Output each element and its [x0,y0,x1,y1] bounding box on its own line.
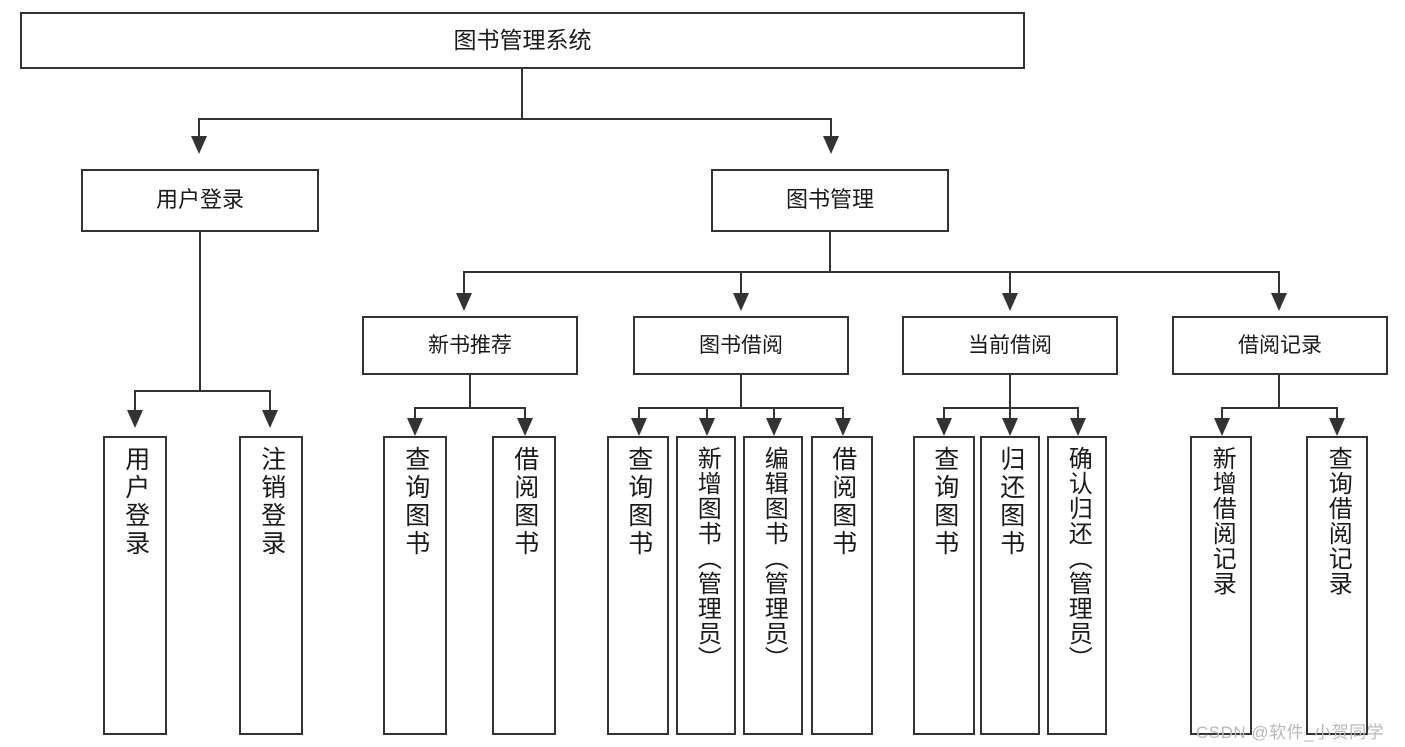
node-root-system[interactable]: 图书管理系统 [20,12,1025,69]
connector-root-bus [198,118,832,120]
node-label: 新增图书（管理员） [693,446,721,671]
leaf-current-confirm-return-admin[interactable]: 确认归还（管理员） [1047,436,1107,735]
connector-borrow-bus [638,407,844,409]
connector-current-leaf1 [943,407,945,421]
connector-borrow-leaf2 [706,407,708,421]
connector-record-leaf1 [1221,407,1223,421]
arrow-current-leaf2 [1002,418,1018,436]
node-label: 借阅记录 [1238,333,1322,357]
connector-current-leaf2 [1009,407,1011,421]
connector-newbook-leaf2 [524,407,526,421]
arrow-borrow-leaf3 [766,418,782,436]
arrow-newbook-leaf1 [407,418,423,436]
node-label: 用户登录 [155,187,244,213]
connector-newbook-bus [414,407,526,409]
leaf-newbook-borrow-book[interactable]: 借阅图书 [492,436,556,735]
connector-login-stem [199,232,201,392]
connector-bookmgmt-c3 [1009,271,1011,295]
leaf-borrow-query-book[interactable]: 查询图书 [607,436,669,735]
node-label: 借阅图书 [828,446,857,558]
node-current-borrow[interactable]: 当前借阅 [902,316,1118,375]
node-label: 查询图书 [930,446,959,558]
arrow-current-leaf3 [1070,418,1086,436]
arrow-root-to-bookmgmt [823,136,839,154]
connector-record-leaf2 [1336,407,1338,421]
node-label: 图书借阅 [699,333,783,357]
arrow-record-leaf2 [1329,418,1345,436]
node-label: 归还图书 [996,446,1025,558]
leaf-record-query-record[interactable]: 查询借阅记录 [1306,436,1368,735]
arrow-borrow-leaf2 [699,418,715,436]
node-label: 新增借阅记录 [1208,446,1236,596]
node-new-book-recommend[interactable]: 新书推荐 [362,316,578,375]
connector-current-stem [1009,375,1011,409]
connector-borrow-stem [740,375,742,409]
leaf-user-login[interactable]: 用户登录 [103,436,167,735]
node-label: 编辑图书（管理员） [760,446,788,671]
connector-newbook-leaf1 [414,407,416,421]
leaf-current-query-book[interactable]: 查询图书 [913,436,975,735]
leaf-current-return-book[interactable]: 归还图书 [980,436,1040,735]
arrow-newbook-leaf2 [517,418,533,436]
node-label: 查询图书 [401,446,430,558]
arrow-root-to-login [191,136,207,154]
node-book-borrow[interactable]: 图书借阅 [633,316,849,375]
node-label: 查询借阅记录 [1324,446,1352,596]
node-label: 借阅图书 [510,446,539,558]
connector-record-bus [1221,407,1338,409]
arrow-login-leaf2 [262,410,278,428]
leaf-borrow-borrow-book[interactable]: 借阅图书 [811,436,873,735]
arrow-current-leaf1 [936,418,952,436]
arrow-bookmgmt-c1 [456,293,472,311]
connector-root-to-login [198,118,200,138]
node-label: 查询图书 [624,446,653,558]
connector-borrow-leaf1 [638,407,640,421]
node-label: 图书管理 [785,187,874,213]
connector-login-leaf2 [269,390,271,412]
connector-login-leaf1 [134,390,136,412]
node-book-management[interactable]: 图书管理 [711,169,949,232]
connector-current-leaf3 [1077,407,1079,421]
leaf-logout[interactable]: 注销登录 [239,436,303,735]
connector-bookmgmt-stem [829,232,831,272]
node-label: 新书推荐 [428,333,512,357]
node-label: 当前借阅 [968,333,1052,357]
node-borrow-record[interactable]: 借阅记录 [1172,316,1388,375]
connector-login-bus [134,390,271,392]
connector-current-bus [943,407,1079,409]
connector-bookmgmt-c4 [1278,271,1280,295]
arrow-login-leaf1 [127,410,143,428]
leaf-record-add-record[interactable]: 新增借阅记录 [1190,436,1252,735]
arrow-bookmgmt-c4 [1271,293,1287,311]
node-label: 确认归还（管理员） [1064,446,1092,671]
connector-record-stem [1278,375,1280,409]
arrow-record-leaf1 [1214,418,1230,436]
leaf-newbook-query-book[interactable]: 查询图书 [383,436,447,735]
connector-bookmgmt-c2 [740,271,742,295]
connector-root-to-bookmgmt [830,118,832,138]
connector-root-stem [521,69,523,119]
connector-bookmgmt-c1 [463,271,465,295]
arrow-borrow-leaf4 [835,418,851,436]
connector-bookmgmt-bus [463,271,1279,273]
arrow-bookmgmt-c3 [1002,293,1018,311]
connector-borrow-leaf3 [773,407,775,421]
arrow-bookmgmt-c2 [733,293,749,311]
node-label: 图书管理系统 [453,26,592,53]
node-label: 注销登录 [257,446,286,558]
connector-newbook-stem [469,375,471,409]
leaf-borrow-add-book-admin[interactable]: 新增图书（管理员） [676,436,736,735]
node-user-login[interactable]: 用户登录 [81,169,319,232]
arrow-borrow-leaf1 [631,418,647,436]
connector-borrow-leaf4 [842,407,844,421]
leaf-borrow-edit-book-admin[interactable]: 编辑图书（管理员） [743,436,803,735]
node-label: 用户登录 [121,446,150,558]
